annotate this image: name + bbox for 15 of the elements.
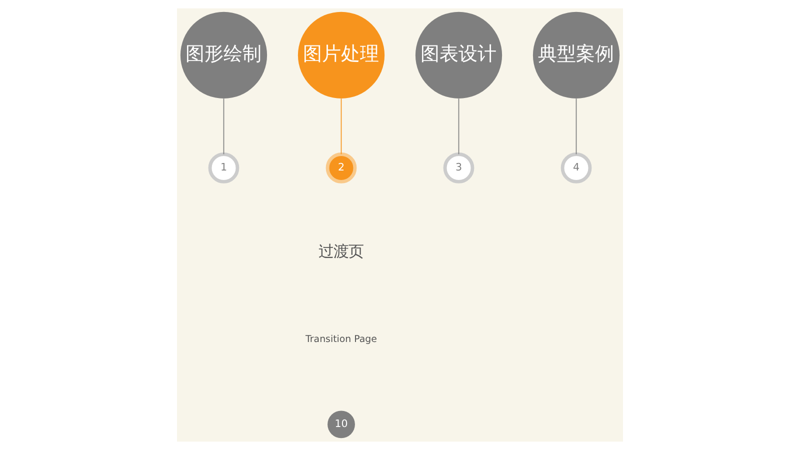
node-circle: 图片处理	[298, 12, 385, 98]
node-circle: 1	[208, 152, 240, 184]
connector	[576, 98, 577, 155]
node-circle: 3	[443, 152, 474, 184]
connector	[458, 98, 460, 155]
connector	[340, 98, 342, 155]
label: Transition Page	[306, 334, 377, 345]
node-circle: 4	[560, 152, 592, 184]
node-circle: 典型案例	[532, 12, 620, 98]
node-circle: 2	[326, 152, 357, 184]
node-circle: 图表设计	[415, 12, 502, 98]
connector	[223, 98, 224, 155]
label: 过渡页	[318, 242, 364, 261]
node-circle: 图形绘制	[180, 12, 268, 98]
node-circle: 10	[328, 410, 355, 438]
